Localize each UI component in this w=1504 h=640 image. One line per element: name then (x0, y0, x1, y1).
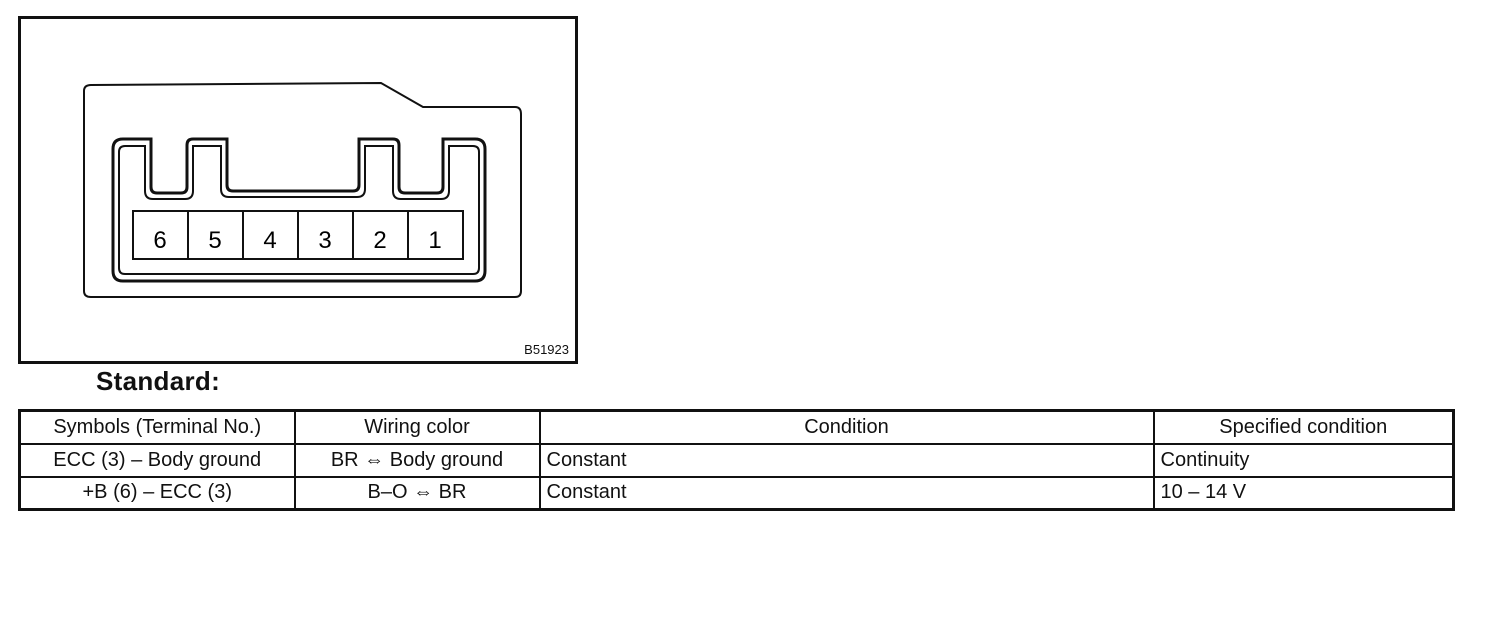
connector-cavity-outer (111, 137, 487, 283)
column-header: Symbols (Terminal No.) (18, 409, 296, 445)
terminal-box (132, 210, 189, 260)
table-cell: B–O ⇔ BR (293, 475, 541, 511)
terminal-number: 2 (373, 227, 386, 254)
terminal-box (187, 210, 244, 260)
column-header: Specified condition (1152, 409, 1455, 445)
terminal-number: 3 (318, 227, 331, 254)
spec-table: Symbols (Terminal No.) Wiring color Cond… (18, 409, 1455, 511)
terminal-number: 4 (263, 227, 276, 254)
table-header-row: Symbols (Terminal No.) Wiring color Cond… (18, 409, 1455, 445)
connector-diagram: 6 5 4 3 2 1 (83, 81, 522, 298)
table-cell: Constant (538, 442, 1155, 478)
table-cell: BR ⇔ Body ground (293, 442, 541, 478)
terminal-box (407, 210, 464, 260)
terminal-box (297, 210, 354, 260)
table-cell: Constant (538, 475, 1155, 511)
table-cell: ECC (3) – Body ground (18, 442, 296, 478)
connector-figure: 6 5 4 3 2 1 B51923 (18, 16, 578, 364)
table-cell: Continuity (1152, 442, 1455, 478)
connector-cavity-inner (118, 145, 480, 275)
connector-housing (83, 81, 522, 298)
terminal-row: 6 5 4 3 2 1 (132, 210, 464, 260)
terminal-box (352, 210, 409, 260)
terminal-box (242, 210, 299, 260)
table-row: +B (6) – ECC (3) B–O ⇔ BR Constant 10 – … (18, 475, 1455, 511)
terminal-number: 6 (153, 227, 166, 254)
table-cell: +B (6) – ECC (3) (18, 475, 296, 511)
terminal-number: 1 (428, 227, 441, 254)
column-header: Condition (538, 409, 1155, 445)
figure-code: B51923 (524, 342, 569, 357)
column-header: Wiring color (293, 409, 541, 445)
table-cell: 10 – 14 V (1152, 475, 1455, 511)
section-heading: Standard: (96, 366, 221, 396)
table-row: ECC (3) – Body ground BR ⇔ Body ground C… (18, 442, 1455, 478)
terminal-number: 5 (208, 227, 221, 254)
